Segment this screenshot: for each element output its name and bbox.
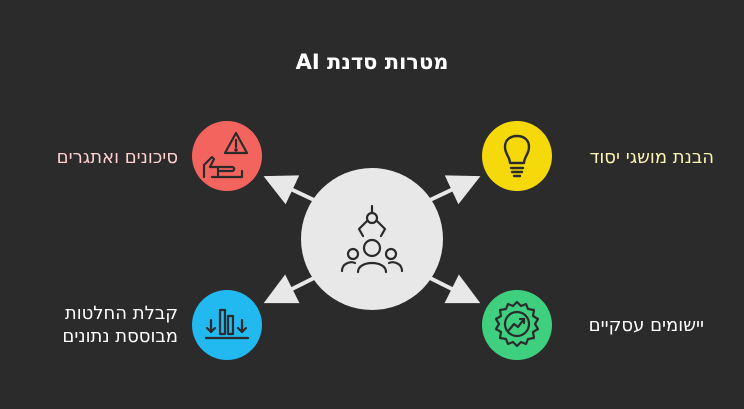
node-basic-concepts xyxy=(482,121,552,191)
node-business xyxy=(482,290,552,360)
label-data-decisions-line1: קבלת החלטות xyxy=(64,303,178,324)
lightbulb-icon xyxy=(482,121,552,191)
label-risks: סיכונים ואתגרים xyxy=(56,147,178,168)
bar-chart-icon xyxy=(192,290,262,360)
arrow-top-right xyxy=(429,175,481,205)
label-basic-concepts: הבנת מושגי יסוד xyxy=(589,147,714,168)
center-circle xyxy=(301,168,443,310)
label-data-decisions-line2: מבוססת נתונים xyxy=(62,326,178,347)
node-risks xyxy=(192,121,262,191)
arrow-bottom-right xyxy=(429,274,481,304)
warning-hand-icon xyxy=(192,121,262,191)
diagram-title: מטרות סדנת AI xyxy=(295,50,449,74)
label-data-decisions: קבלת החלטות מבוססת נתונים xyxy=(30,302,178,348)
robot-arm-with-people-icon xyxy=(340,204,404,274)
label-business: יישומים עסקיים xyxy=(588,315,704,336)
gear-chart-icon xyxy=(482,290,552,360)
node-data-decisions xyxy=(192,290,262,360)
arrow-bottom-left xyxy=(263,274,315,304)
arrow-top-left xyxy=(263,175,315,205)
